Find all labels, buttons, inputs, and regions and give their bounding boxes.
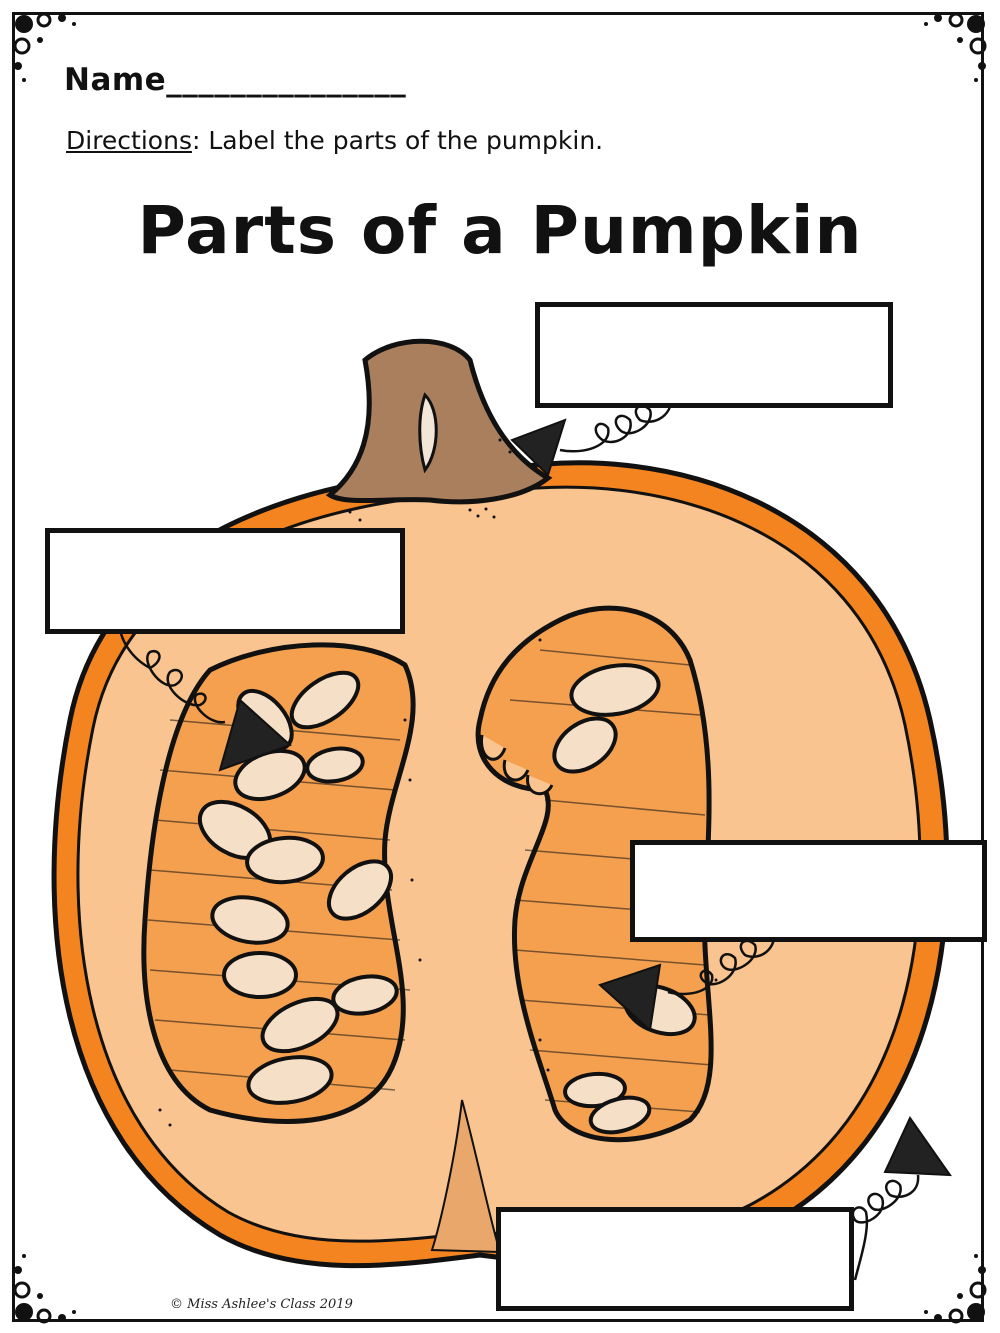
right-cavity-loops [480, 734, 554, 796]
corner-dots-decoration [924, 1254, 987, 1324]
directions-text: Directions: Label the parts of the pumpk… [66, 126, 603, 155]
page-border [12, 12, 984, 1322]
name-field-label: Name_______________ [64, 62, 407, 98]
flesh-arrow-head [883, 1116, 952, 1177]
skin-label-box[interactable] [45, 528, 405, 634]
corner-dots-decoration [924, 12, 987, 82]
blossom-end-shape [430, 1099, 502, 1254]
stem-arrow-tail [559, 394, 674, 453]
pulp-arrow-head [598, 963, 662, 1032]
copyright-credit: © Miss Ashlee's Class 2019 [170, 1297, 353, 1312]
directions-prefix: Directions [66, 126, 192, 155]
corner-dots-decoration [13, 1254, 76, 1324]
flesh-arrow-tail [851, 1174, 920, 1281]
directions-body: : Label the parts of the pumpkin. [191, 126, 604, 155]
stipple-texture [158, 438, 718, 1127]
stem-highlight [418, 392, 438, 474]
pulp-arrow-tail [667, 929, 777, 996]
corner-dots-decoration [13, 12, 76, 82]
worksheet-title: Parts of a Pumpkin [137, 192, 863, 269]
stem-arrow-head [510, 418, 567, 477]
stem-label-box[interactable] [535, 302, 893, 408]
pumpkin-stem-shape [325, 338, 553, 505]
skin-arrow-head [218, 698, 292, 772]
flesh-label-box[interactable] [496, 1207, 854, 1311]
skin-arrow-tail [117, 611, 226, 724]
pulp-label-box[interactable] [630, 840, 987, 942]
